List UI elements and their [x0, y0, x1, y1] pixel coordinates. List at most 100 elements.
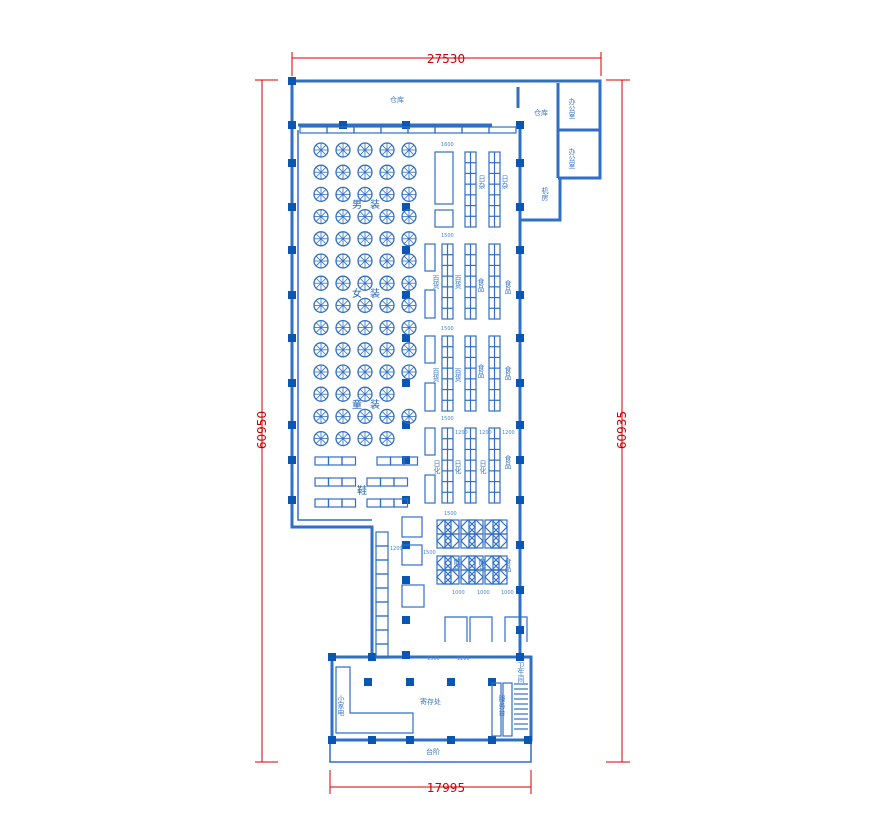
rack-spoke	[381, 144, 393, 156]
rack-spoke	[337, 366, 349, 378]
round-rack	[379, 430, 395, 447]
label-office-2: 办公室	[568, 147, 576, 169]
label-food: 食品	[477, 363, 485, 379]
rack-spoke	[337, 211, 349, 222]
label-general: 百货	[454, 368, 462, 383]
structural-column	[516, 379, 524, 387]
shoe-rack	[379, 498, 395, 508]
structural-columns	[288, 77, 532, 744]
dim-top-text: 27530	[427, 52, 465, 66]
structural-column	[402, 616, 410, 624]
structural-column	[447, 736, 455, 744]
note-1500: 1500	[427, 656, 440, 662]
rack-spoke	[337, 277, 349, 289]
shoe-rack	[393, 498, 409, 508]
rack-spoke	[315, 255, 327, 267]
pallet-bin	[436, 569, 452, 585]
bin-outline	[460, 569, 476, 585]
bin-outline	[484, 555, 500, 571]
corridor-shelf	[375, 559, 389, 575]
rack-spoke	[337, 300, 349, 311]
structural-column	[288, 121, 296, 129]
round-rack	[313, 386, 329, 402]
structural-column	[516, 653, 524, 661]
warehouse-shelf	[461, 126, 490, 134]
gondola-shelf	[464, 335, 477, 412]
structural-column	[447, 678, 455, 686]
bin-outline	[484, 533, 500, 549]
label-food: 食品	[504, 454, 512, 470]
label-toiletries: 日化	[433, 460, 441, 475]
bin-diamond	[460, 519, 476, 535]
rack-spoke	[359, 388, 371, 400]
bin-diamond	[484, 533, 500, 549]
shoe-rack	[341, 498, 357, 508]
structural-column	[339, 121, 347, 129]
structural-column	[516, 456, 524, 464]
zone-womens: 女装	[352, 287, 388, 300]
corridor-shelf	[375, 643, 389, 659]
structural-column	[368, 736, 376, 744]
round-rack	[335, 342, 351, 358]
warehouse-shelf	[353, 126, 382, 134]
round-rack	[313, 275, 329, 291]
rack-spoke	[315, 233, 327, 245]
note-1500: 1500	[441, 326, 454, 332]
bin-diamond	[484, 519, 500, 535]
label-food: 食品	[504, 365, 512, 381]
bin-diamond	[444, 569, 460, 585]
rack-spoke	[403, 300, 415, 311]
gondola-shelf	[464, 243, 477, 320]
structural-column	[406, 736, 414, 744]
rack-spoke	[315, 144, 327, 156]
structural-column	[516, 586, 524, 594]
round-rack	[335, 142, 351, 158]
structural-column	[402, 421, 410, 429]
walls	[290, 79, 602, 763]
pallet-bin	[484, 519, 500, 535]
dim-bottom-text: 17995	[427, 781, 465, 795]
round-rack	[401, 186, 417, 203]
structural-column	[288, 496, 296, 504]
display-counter	[424, 335, 436, 364]
outer-wall-left	[290, 81, 374, 657]
round-rack	[335, 253, 351, 269]
rack-spoke	[337, 189, 349, 200]
structural-column	[516, 203, 524, 211]
structural-column	[402, 576, 410, 584]
round-rack	[357, 275, 373, 291]
gondola-shelf	[441, 427, 454, 504]
rack-spoke	[403, 277, 415, 289]
structural-column	[402, 334, 410, 342]
note-1000: 1000	[452, 590, 465, 596]
note-1500: 1500	[444, 511, 457, 517]
round-rack	[313, 408, 329, 425]
structural-column	[406, 678, 414, 686]
round-rack	[335, 275, 351, 291]
round-rack	[313, 186, 329, 203]
rack-spoke	[315, 277, 327, 289]
note-1500: 1500	[423, 550, 436, 556]
bin-outline	[444, 519, 460, 535]
appliance-counter	[335, 666, 414, 734]
checkout-counter	[469, 616, 493, 642]
rack-spoke	[315, 166, 327, 178]
shoe-rack	[327, 456, 343, 466]
label-small-appliances: 小家电	[337, 694, 345, 716]
round-rack	[401, 275, 417, 291]
pallet-bin	[460, 569, 476, 585]
shoe-rack	[376, 456, 392, 466]
bin-outline	[484, 569, 500, 585]
structural-column	[488, 678, 496, 686]
round-rack	[357, 297, 373, 314]
rack-spoke	[337, 433, 349, 444]
dimension-lines	[255, 52, 630, 794]
bin-outline	[436, 569, 452, 585]
rack-spoke	[359, 344, 371, 356]
display-counter	[434, 209, 454, 228]
structural-column	[368, 653, 376, 661]
warehouse-shelf	[407, 126, 436, 134]
note-1200: 1200	[457, 656, 470, 662]
corridor-shelf	[375, 545, 389, 561]
warehouse-shelf	[488, 126, 517, 134]
